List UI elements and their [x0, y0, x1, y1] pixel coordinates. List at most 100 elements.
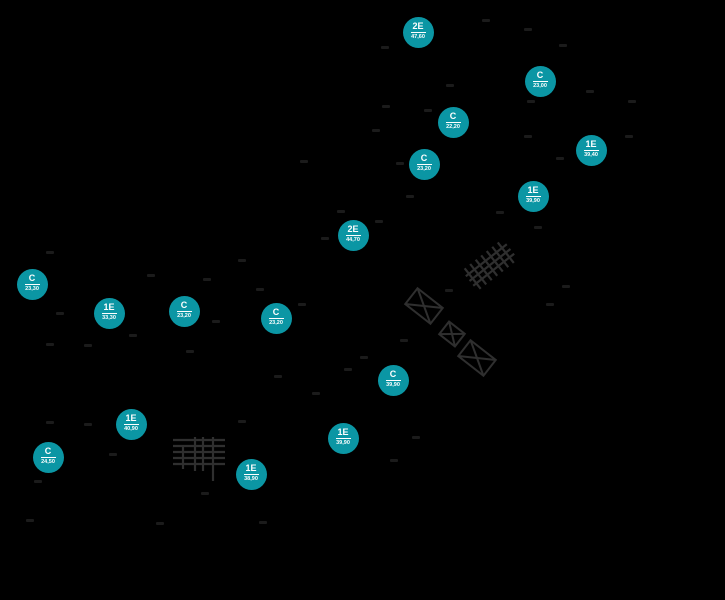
apartment-marker[interactable]: C 23,00 [524, 65, 556, 97]
apartment-marker[interactable]: 1E 39,90 [327, 422, 359, 454]
marker-divider [525, 195, 541, 197]
marker-divider [583, 149, 599, 151]
plan-dash [396, 162, 404, 165]
plan-dash [46, 251, 54, 254]
apartment-type: C [389, 368, 397, 379]
apartment-marker[interactable]: 1E 33,30 [93, 297, 125, 329]
marker-divider [410, 31, 426, 33]
staircase-icon [173, 437, 225, 481]
plan-dash [156, 522, 164, 525]
apartment-price: 24,50 [41, 458, 55, 465]
plan-dash [628, 100, 636, 103]
apartment-price: 39,40 [584, 151, 598, 158]
apartment-price: 23,20 [417, 165, 431, 172]
apartment-type: C [536, 69, 544, 80]
marker-divider [335, 437, 351, 439]
marker-divider [243, 473, 259, 475]
apartment-marker[interactable]: 1E 39,40 [575, 134, 607, 166]
apartment-marker[interactable]: 1E 38,90 [235, 458, 267, 490]
plan-dash [238, 259, 246, 262]
plan-dash [256, 288, 264, 291]
plan-dash [238, 420, 246, 423]
apartment-price: 38,90 [244, 475, 258, 482]
apartment-price: 23,20 [177, 312, 191, 319]
plan-dash [84, 423, 92, 426]
marker-divider [416, 163, 432, 165]
apartment-price: 39,90 [386, 381, 400, 388]
plan-dash [321, 237, 329, 240]
apartment-type: C [180, 299, 188, 310]
apartment-type: C [272, 306, 280, 317]
plan-dash [259, 521, 267, 524]
apartment-marker[interactable]: C 23,20 [408, 148, 440, 180]
plan-dash [534, 226, 542, 229]
plan-dash [46, 343, 54, 346]
apartment-type: C [449, 110, 457, 121]
marker-divider [176, 310, 192, 312]
plan-dash [556, 157, 564, 160]
apartment-marker[interactable]: C 22,20 [437, 106, 469, 138]
elevator-shaft-icon [403, 286, 498, 378]
plan-dash [524, 135, 532, 138]
apartment-type: 1E [337, 426, 349, 437]
plan-dash [147, 274, 155, 277]
plan-dash [360, 356, 368, 359]
apartment-marker[interactable]: C 39,90 [377, 364, 409, 396]
plan-dash [446, 84, 454, 87]
marker-divider [24, 283, 40, 285]
apartment-price: 33,30 [102, 314, 116, 321]
plan-dash [203, 278, 211, 281]
apartment-type: C [420, 152, 428, 163]
plan-dash [56, 312, 64, 315]
plan-dash [186, 350, 194, 353]
apartment-price: 44,70 [346, 236, 360, 243]
plan-dash [382, 105, 390, 108]
plan-dash [406, 195, 414, 198]
apartment-price: 47,60 [411, 33, 425, 40]
apartment-marker[interactable]: C 24,50 [32, 441, 64, 473]
plan-dash [212, 320, 220, 323]
plan-dash [129, 334, 137, 337]
marker-divider [101, 312, 117, 314]
plan-dash [274, 375, 282, 378]
apartment-price: 40,90 [124, 425, 138, 432]
plan-dash [586, 90, 594, 93]
staircase-icon [463, 241, 515, 290]
apartment-type: 1E [103, 301, 115, 312]
plan-dash [372, 129, 380, 132]
apartment-marker[interactable]: 2E 47,60 [402, 16, 434, 48]
plan-dash [527, 100, 535, 103]
marker-divider [123, 423, 139, 425]
plan-dash [46, 421, 54, 424]
apartment-marker[interactable]: 1E 40,90 [115, 408, 147, 440]
apartment-marker[interactable]: 2E 44,70 [337, 219, 369, 251]
plan-dash [562, 285, 570, 288]
marker-divider [40, 456, 56, 458]
plan-dash [400, 339, 408, 342]
plan-dash [34, 480, 42, 483]
apartment-marker[interactable]: C 23,20 [168, 295, 200, 327]
apartment-price: 39,90 [526, 197, 540, 204]
plan-dash [84, 344, 92, 347]
marker-divider [532, 80, 548, 82]
apartment-type: 1E [245, 462, 257, 473]
apartment-type: 1E [527, 184, 539, 195]
marker-divider [445, 121, 461, 123]
plan-dash [445, 289, 453, 292]
plan-dash [559, 44, 567, 47]
apartment-type: C [44, 445, 52, 456]
plan-dash [201, 492, 209, 495]
apartment-price: 23,00 [533, 82, 547, 89]
apartment-price: 23,20 [269, 319, 283, 326]
apartment-marker[interactable]: 1E 39,90 [517, 180, 549, 212]
apartment-price: 23,30 [25, 285, 39, 292]
plan-dash [344, 368, 352, 371]
apartment-marker[interactable]: C 23,20 [260, 302, 292, 334]
apartment-price: 39,90 [336, 439, 350, 446]
apartment-type: 1E [125, 412, 137, 423]
apartment-type: 2E [412, 20, 424, 31]
apartment-marker[interactable]: C 23,30 [16, 268, 48, 300]
plan-dash [300, 160, 308, 163]
plan-dash [381, 46, 389, 49]
